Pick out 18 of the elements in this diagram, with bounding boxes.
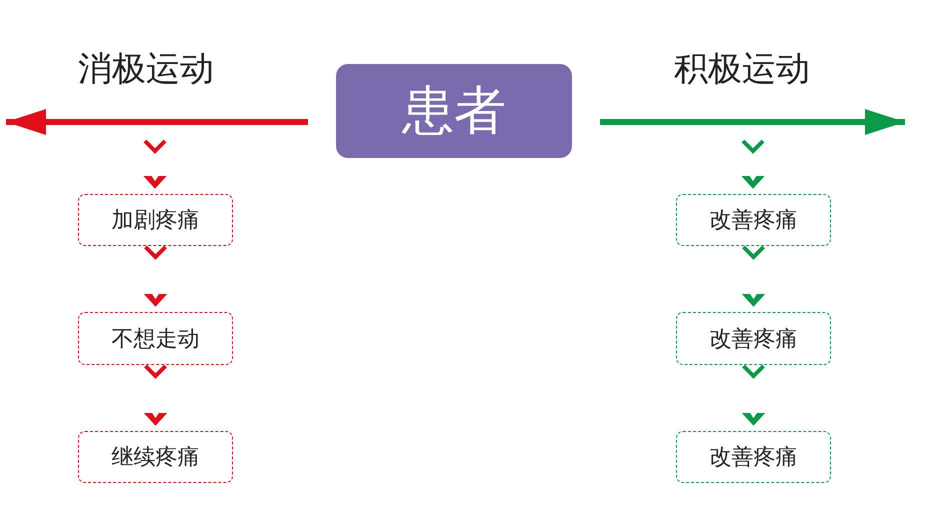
heading-label: 消极运动 [78, 48, 214, 91]
node-text: 继续疼痛 [112, 444, 200, 472]
node-text: 改善疼痛 [710, 444, 798, 472]
title-box [336, 64, 572, 158]
node-text: 加剧疼痛 [112, 207, 200, 235]
step-box [78, 431, 233, 483]
node-text: 不想走动 [112, 326, 200, 354]
step-box [78, 312, 233, 365]
heading-label: 积极运动 [674, 48, 810, 91]
step-box [676, 194, 831, 246]
arrow [600, 109, 905, 135]
node-text: 患者 [402, 80, 506, 143]
arrow [6, 109, 308, 135]
node-text: 改善疼痛 [710, 207, 798, 235]
step-box [78, 194, 233, 246]
node-text: 改善疼痛 [710, 326, 798, 354]
step-box [676, 312, 831, 365]
step-box [676, 431, 831, 483]
